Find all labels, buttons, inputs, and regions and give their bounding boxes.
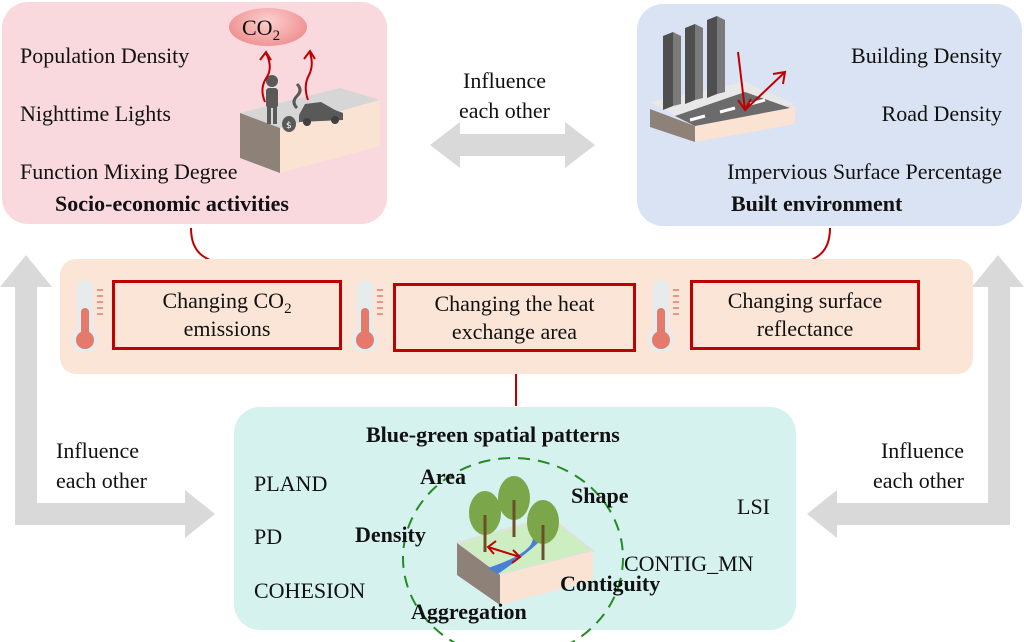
trees-river-icon xyxy=(402,457,624,642)
mechanism-reflectance-line1: Changing surface xyxy=(727,288,883,313)
aspects-dashed-circle xyxy=(402,457,624,642)
mechanism-heat-line2: exchange area xyxy=(451,318,578,344)
co2-cloud xyxy=(229,8,307,46)
built-environment-title: Built environment xyxy=(731,191,903,216)
blue-green-title: Blue-green spatial patterns xyxy=(366,422,620,447)
relation-right-line2: each other xyxy=(873,468,964,493)
mechanism-box-co2-emissions: Changing CO2 emissions xyxy=(112,280,342,350)
thermometer-icon xyxy=(72,280,103,353)
socio-economic-title: Socio-economic activities xyxy=(55,191,289,216)
relation-right-line1: Influence xyxy=(880,438,964,463)
metric-contig-mn: CONTIG_MN xyxy=(624,551,754,576)
indicator-impervious-surface-percentage: Impervious Surface Percentage xyxy=(727,159,1002,184)
indicator-road-density: Road Density xyxy=(881,101,1002,126)
mechanism-band xyxy=(60,259,973,374)
l-arrow-right xyxy=(807,255,1024,538)
buildings-road-reflection-icon xyxy=(650,16,795,142)
metric-pland: PLAND xyxy=(254,471,328,496)
mechanism-box-heat-exchange-area: Changing the heat exchange area xyxy=(393,283,636,352)
mechanism-box-surface-reflectance: Changing surface reflectance xyxy=(690,280,920,350)
relation-left-line2: each other xyxy=(56,468,147,493)
co2-label: CO2 xyxy=(242,15,281,44)
thermometer-icon xyxy=(648,280,679,353)
relation-top-line2: each other xyxy=(459,98,550,123)
relation-top-line1: Influence xyxy=(463,68,547,93)
indicator-function-mixing-degree: Function Mixing Degree xyxy=(20,159,238,184)
metric-pd: PD xyxy=(254,524,283,549)
co2-subscript: 2 xyxy=(272,28,281,44)
relation-left-line1: Influence xyxy=(56,438,140,463)
mechanism-co2-line1: Changing CO xyxy=(162,288,285,313)
aspect-density: Density xyxy=(355,522,426,547)
double-arrow-top xyxy=(430,122,595,168)
metric-lsi: LSI xyxy=(737,494,770,519)
l-arrow-left xyxy=(0,255,215,538)
person-car-money-emission-icon: $ xyxy=(240,49,380,173)
indicator-nighttime-lights: Nighttime Lights xyxy=(20,101,171,126)
aspect-shape: Shape xyxy=(571,483,629,508)
aspect-area: Area xyxy=(420,464,467,489)
mechanism-reflectance-line2: reflectance xyxy=(756,316,854,341)
indicator-building-density: Building Density xyxy=(851,43,1002,68)
aspect-aggregation: Aggregation xyxy=(411,599,527,624)
svg-text:$: $ xyxy=(286,121,292,131)
mechanism-co2-subscript: 2 xyxy=(284,301,292,317)
indicator-population-density: Population Density xyxy=(20,43,190,68)
aspect-contiguity: Contiguity xyxy=(560,571,661,596)
mechanism-co2-line2: emissions xyxy=(183,316,271,341)
co2-text: CO xyxy=(242,15,273,40)
thermometer-icon xyxy=(352,280,383,353)
metric-cohesion: COHESION xyxy=(254,578,366,603)
mechanism-heat-line1: Changing the heat xyxy=(434,290,595,316)
